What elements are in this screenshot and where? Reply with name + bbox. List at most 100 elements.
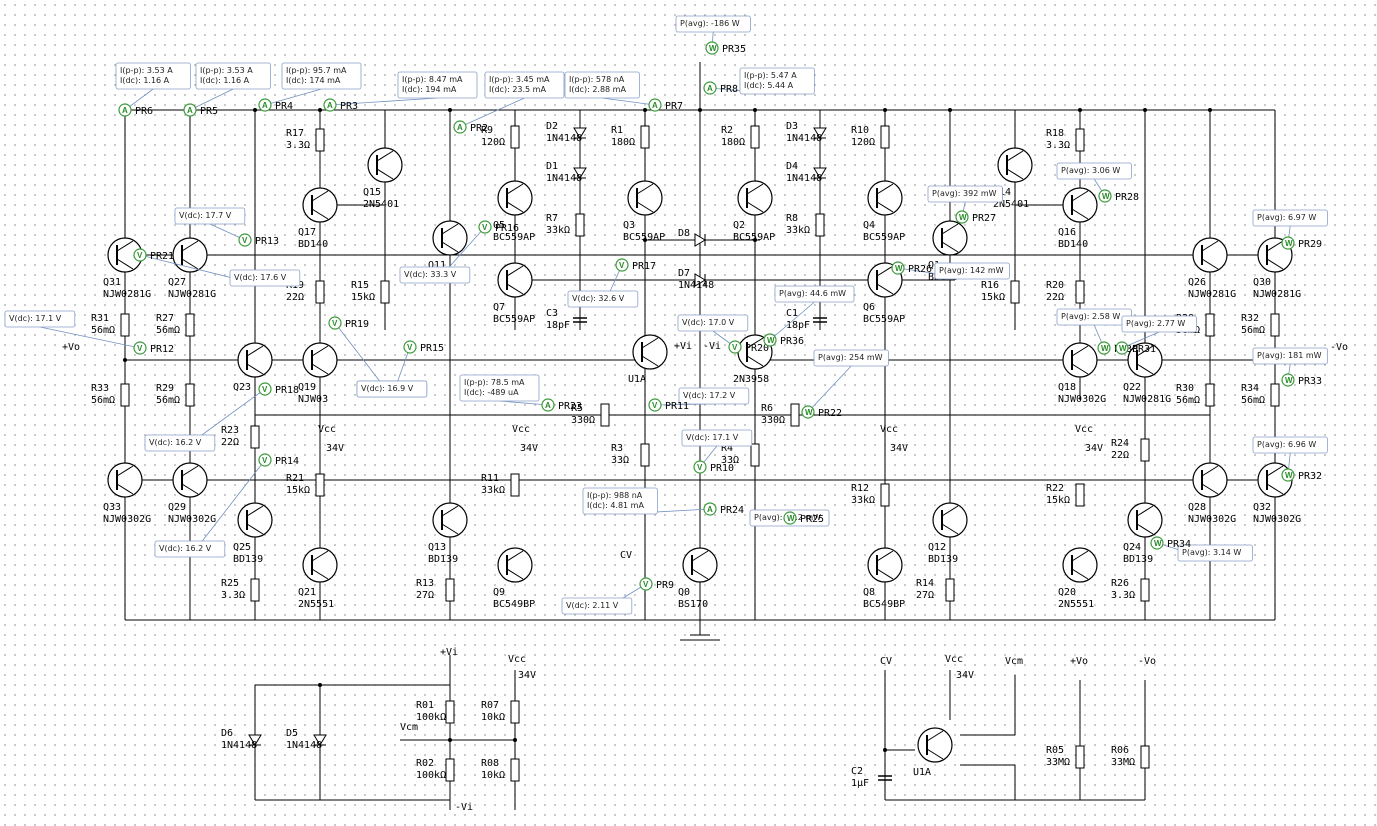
- probe-readout: I(p-p): 95.7 mAI(dc): 174 mA: [281, 62, 362, 90]
- transistor-emitter: [311, 568, 329, 580]
- component-ref: Q6: [863, 302, 875, 313]
- component-ref: R15: [351, 280, 369, 291]
- component-ref: R34: [1241, 383, 1259, 394]
- probe-readout-text: I(p-p): 3.45 mA: [489, 75, 550, 84]
- probe-v-icon: [328, 316, 342, 330]
- transistor-collector: [1201, 465, 1219, 477]
- resistor-symbol: [510, 700, 520, 724]
- component-value: 3.3Ω: [1046, 140, 1070, 151]
- transistor-symbol: [302, 547, 338, 583]
- probe-kind: A: [187, 106, 193, 115]
- probe-readout-text: I(dc): 4.81 mA: [587, 501, 644, 510]
- component-value: NJW0302G: [1058, 394, 1106, 405]
- probe-v-icon: [258, 453, 272, 467]
- probe-kind: W: [767, 336, 775, 345]
- component-value: NJW0281G: [103, 289, 151, 300]
- component-ref: R14: [916, 578, 934, 589]
- component-ref: Q2: [733, 220, 745, 231]
- probe-id: PR22: [818, 408, 842, 419]
- component-value: 2N5551: [1058, 599, 1094, 610]
- probe-marker: V: [258, 382, 272, 396]
- transistor-symbol: [867, 180, 903, 216]
- probe-marker: A: [258, 98, 272, 112]
- component-ref: R6: [761, 403, 773, 414]
- probe-readout-text: V(dc): 17.7 V: [179, 211, 232, 220]
- transistor-collector: [926, 730, 944, 742]
- transistor-emitter: [1071, 568, 1089, 580]
- resistor-symbol: [1140, 745, 1150, 769]
- component-ref: R22: [1046, 483, 1064, 494]
- transistor-collector: [181, 465, 199, 477]
- probe-readout: V(dc): 2.11 V: [561, 597, 633, 615]
- transistor-emitter: [691, 568, 709, 580]
- probe-v-icon: [693, 460, 707, 474]
- resistor-symbol: [1075, 483, 1085, 507]
- transistor-emitter: [1201, 258, 1219, 270]
- transistor-emitter: [246, 523, 264, 535]
- transistor-body: [432, 502, 468, 538]
- component-ref: Q24: [1123, 542, 1141, 553]
- probe-v-icon: [403, 340, 417, 354]
- component-ref: Q15: [363, 187, 381, 198]
- junction-dot: [318, 108, 322, 112]
- resistor-symbol: [640, 125, 650, 149]
- component-ref: Q28: [1188, 502, 1206, 513]
- resistor-symbol: [945, 578, 955, 602]
- rail-label-vi_pos: +Vi: [440, 647, 458, 658]
- rail-label-vcc: Vcc: [508, 654, 526, 665]
- probe-readout-box: [561, 597, 633, 615]
- probe-readout-text: I(dc): 194 mA: [402, 85, 457, 94]
- rail-label-vee: -Vi: [455, 802, 473, 813]
- probe-kind: W: [1154, 539, 1162, 548]
- component-value: 1N4148: [786, 173, 822, 184]
- probe-marker: W: [1150, 536, 1164, 550]
- resistor-symbol: [880, 483, 890, 507]
- transistor-collector: [376, 150, 394, 162]
- rail-label-vo_neg: -Vo: [1330, 342, 1348, 353]
- component-ref: U1A: [913, 767, 931, 778]
- probe-readout-text: V(dc): 17.1 V: [686, 433, 739, 442]
- probe-readout-text: V(dc): 17.1 V: [9, 314, 62, 323]
- probe-marker: W: [783, 511, 797, 525]
- probe-a-icon: [541, 398, 555, 412]
- probe-readout-box: [154, 540, 226, 558]
- probe-w-icon: [705, 41, 719, 55]
- transistor-collector: [506, 183, 524, 195]
- probe-readout-box: [397, 71, 478, 99]
- component-ref: Q3: [623, 220, 635, 231]
- rail-label-cv: CV: [620, 550, 632, 561]
- junction-dot: [448, 738, 452, 742]
- component-ref: Q30: [1253, 277, 1271, 288]
- rail-label-vcc: Vcc: [512, 424, 530, 435]
- probe-id: PR19: [345, 319, 369, 330]
- diode-symbol: [694, 233, 706, 247]
- component-ref: D4: [786, 161, 798, 172]
- rail-label-vcm: Vcm: [400, 722, 418, 733]
- resistor-symbol: [510, 125, 520, 149]
- transistor-symbol: [367, 147, 403, 183]
- probe-readout-box: [1121, 315, 1197, 333]
- probe-readout-box: [144, 434, 216, 452]
- component-value: NJW0281G: [1188, 289, 1236, 300]
- probe-readout-box: [1252, 347, 1328, 365]
- resistor-symbol: [1140, 578, 1150, 602]
- probe-readout: P(avg): 2.58 W: [1056, 308, 1132, 326]
- transistor-body: [682, 547, 718, 583]
- probe-id: PR21: [150, 251, 174, 262]
- probe-marker: V: [693, 460, 707, 474]
- transistor-emitter: [311, 363, 329, 375]
- probe-kind: W: [1119, 344, 1127, 353]
- probe-readout-box: [195, 62, 271, 90]
- rail-label-vee: -Vi: [703, 341, 721, 352]
- probe-readout-text: P(avg): 3.06 W: [1061, 166, 1120, 175]
- component-ref: R16: [981, 280, 999, 291]
- transistor-body: [172, 462, 208, 498]
- transistor-collector: [506, 265, 524, 277]
- transistor-emitter: [636, 201, 654, 213]
- component-ref: U1A: [628, 374, 646, 385]
